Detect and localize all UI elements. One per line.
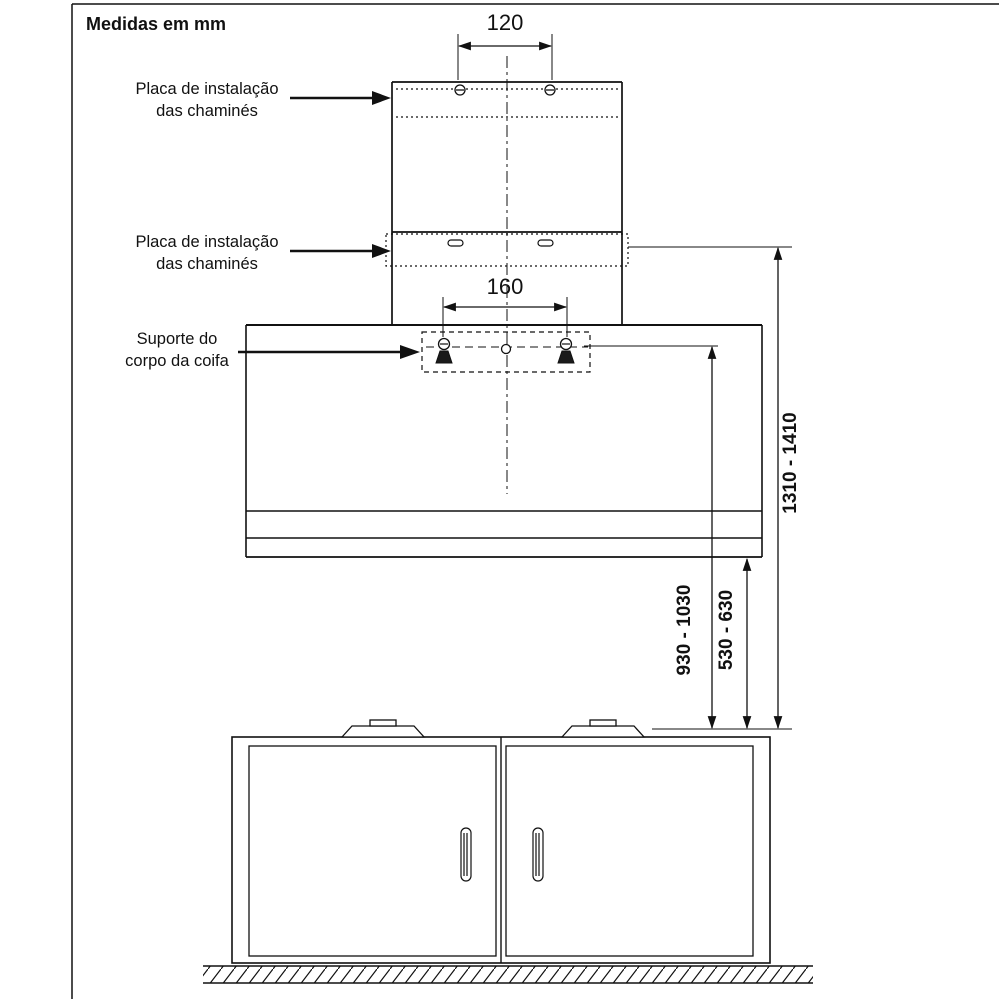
callout-arrow: [238, 345, 420, 359]
callout-plate-bottom-line2: das chaminés: [156, 255, 258, 273]
callout-arrow: [290, 244, 391, 258]
cabinet-door-left: [248, 745, 497, 957]
callout-support-line2: corpo da coifa: [125, 352, 229, 370]
support-dashed-outline: [421, 331, 591, 373]
callout-plate-bottom: Placa de instalação das chaminés: [135, 233, 391, 273]
frame-border: [71, 3, 999, 999]
dim-ceiling-to-counter: 1310 - 1410: [628, 246, 801, 730]
support-center-screw: [500, 343, 512, 355]
plate-slot-left: [447, 239, 464, 247]
support-bracket-left: [435, 337, 453, 364]
callout-plate-top: Placa de instalação das chaminés: [135, 80, 391, 120]
callout-plate-top-line1: Placa de instalação: [135, 80, 278, 98]
callout-plate-top-line2: das chaminés: [156, 102, 258, 120]
callout-arrow: [290, 91, 391, 105]
dim-1310-text: 1310 - 1410: [780, 412, 801, 513]
floor-hatch: [203, 966, 813, 983]
callout-plate-bottom-line1: Placa de instalação: [135, 233, 278, 251]
floor: [203, 965, 813, 984]
dim-hood-to-counter: 530 - 630: [716, 557, 752, 730]
door-handle-left: [460, 827, 472, 882]
burner-left: [340, 719, 426, 738]
dim-120-text: 120: [487, 10, 524, 35]
chimney-screw-right: [544, 84, 556, 96]
dim-chimney-holes: 120: [457, 10, 553, 80]
diagram-title: Medidas em mm: [86, 14, 226, 34]
burner-right: [560, 719, 646, 738]
support-bracket-right: [557, 337, 575, 364]
chimney-screw-left: [454, 84, 466, 96]
dim-support-to-counter: 930 - 1030: [584, 345, 718, 730]
dim-support-holes: 160: [442, 274, 568, 337]
dim-530-text: 530 - 630: [716, 590, 737, 670]
dim-930-text: 930 - 1030: [674, 585, 695, 676]
plate-slot-right: [537, 239, 554, 247]
dim-160-text: 160: [487, 274, 524, 299]
door-handle-right: [532, 827, 544, 882]
chimney-outline: [391, 81, 623, 325]
hood-support-detail: [421, 331, 591, 373]
callout-support-line1: Suporte do: [137, 330, 218, 348]
cabinet-door-right: [505, 745, 754, 957]
callout-support: Suporte do corpo da coifa: [125, 330, 420, 370]
base-cabinets: [231, 719, 771, 964]
chimney-plate-top-dotted: [396, 88, 618, 118]
hood-body: [245, 324, 763, 558]
